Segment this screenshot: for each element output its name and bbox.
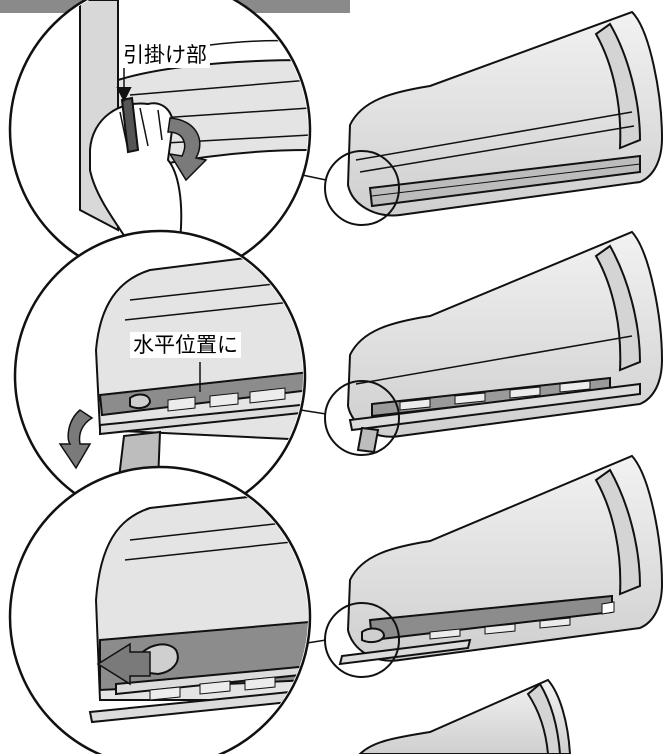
hook-part-label: 引掛け部 xyxy=(120,42,210,68)
horizontal-position-label: 水平位置に xyxy=(130,332,241,358)
ac-unit-3 xyxy=(340,456,662,664)
ac-unit-4 xyxy=(360,680,570,754)
ac-unit-2 xyxy=(348,232,662,452)
zoom-detail-3 xyxy=(10,467,310,754)
ac-unit-1 xyxy=(348,12,662,215)
